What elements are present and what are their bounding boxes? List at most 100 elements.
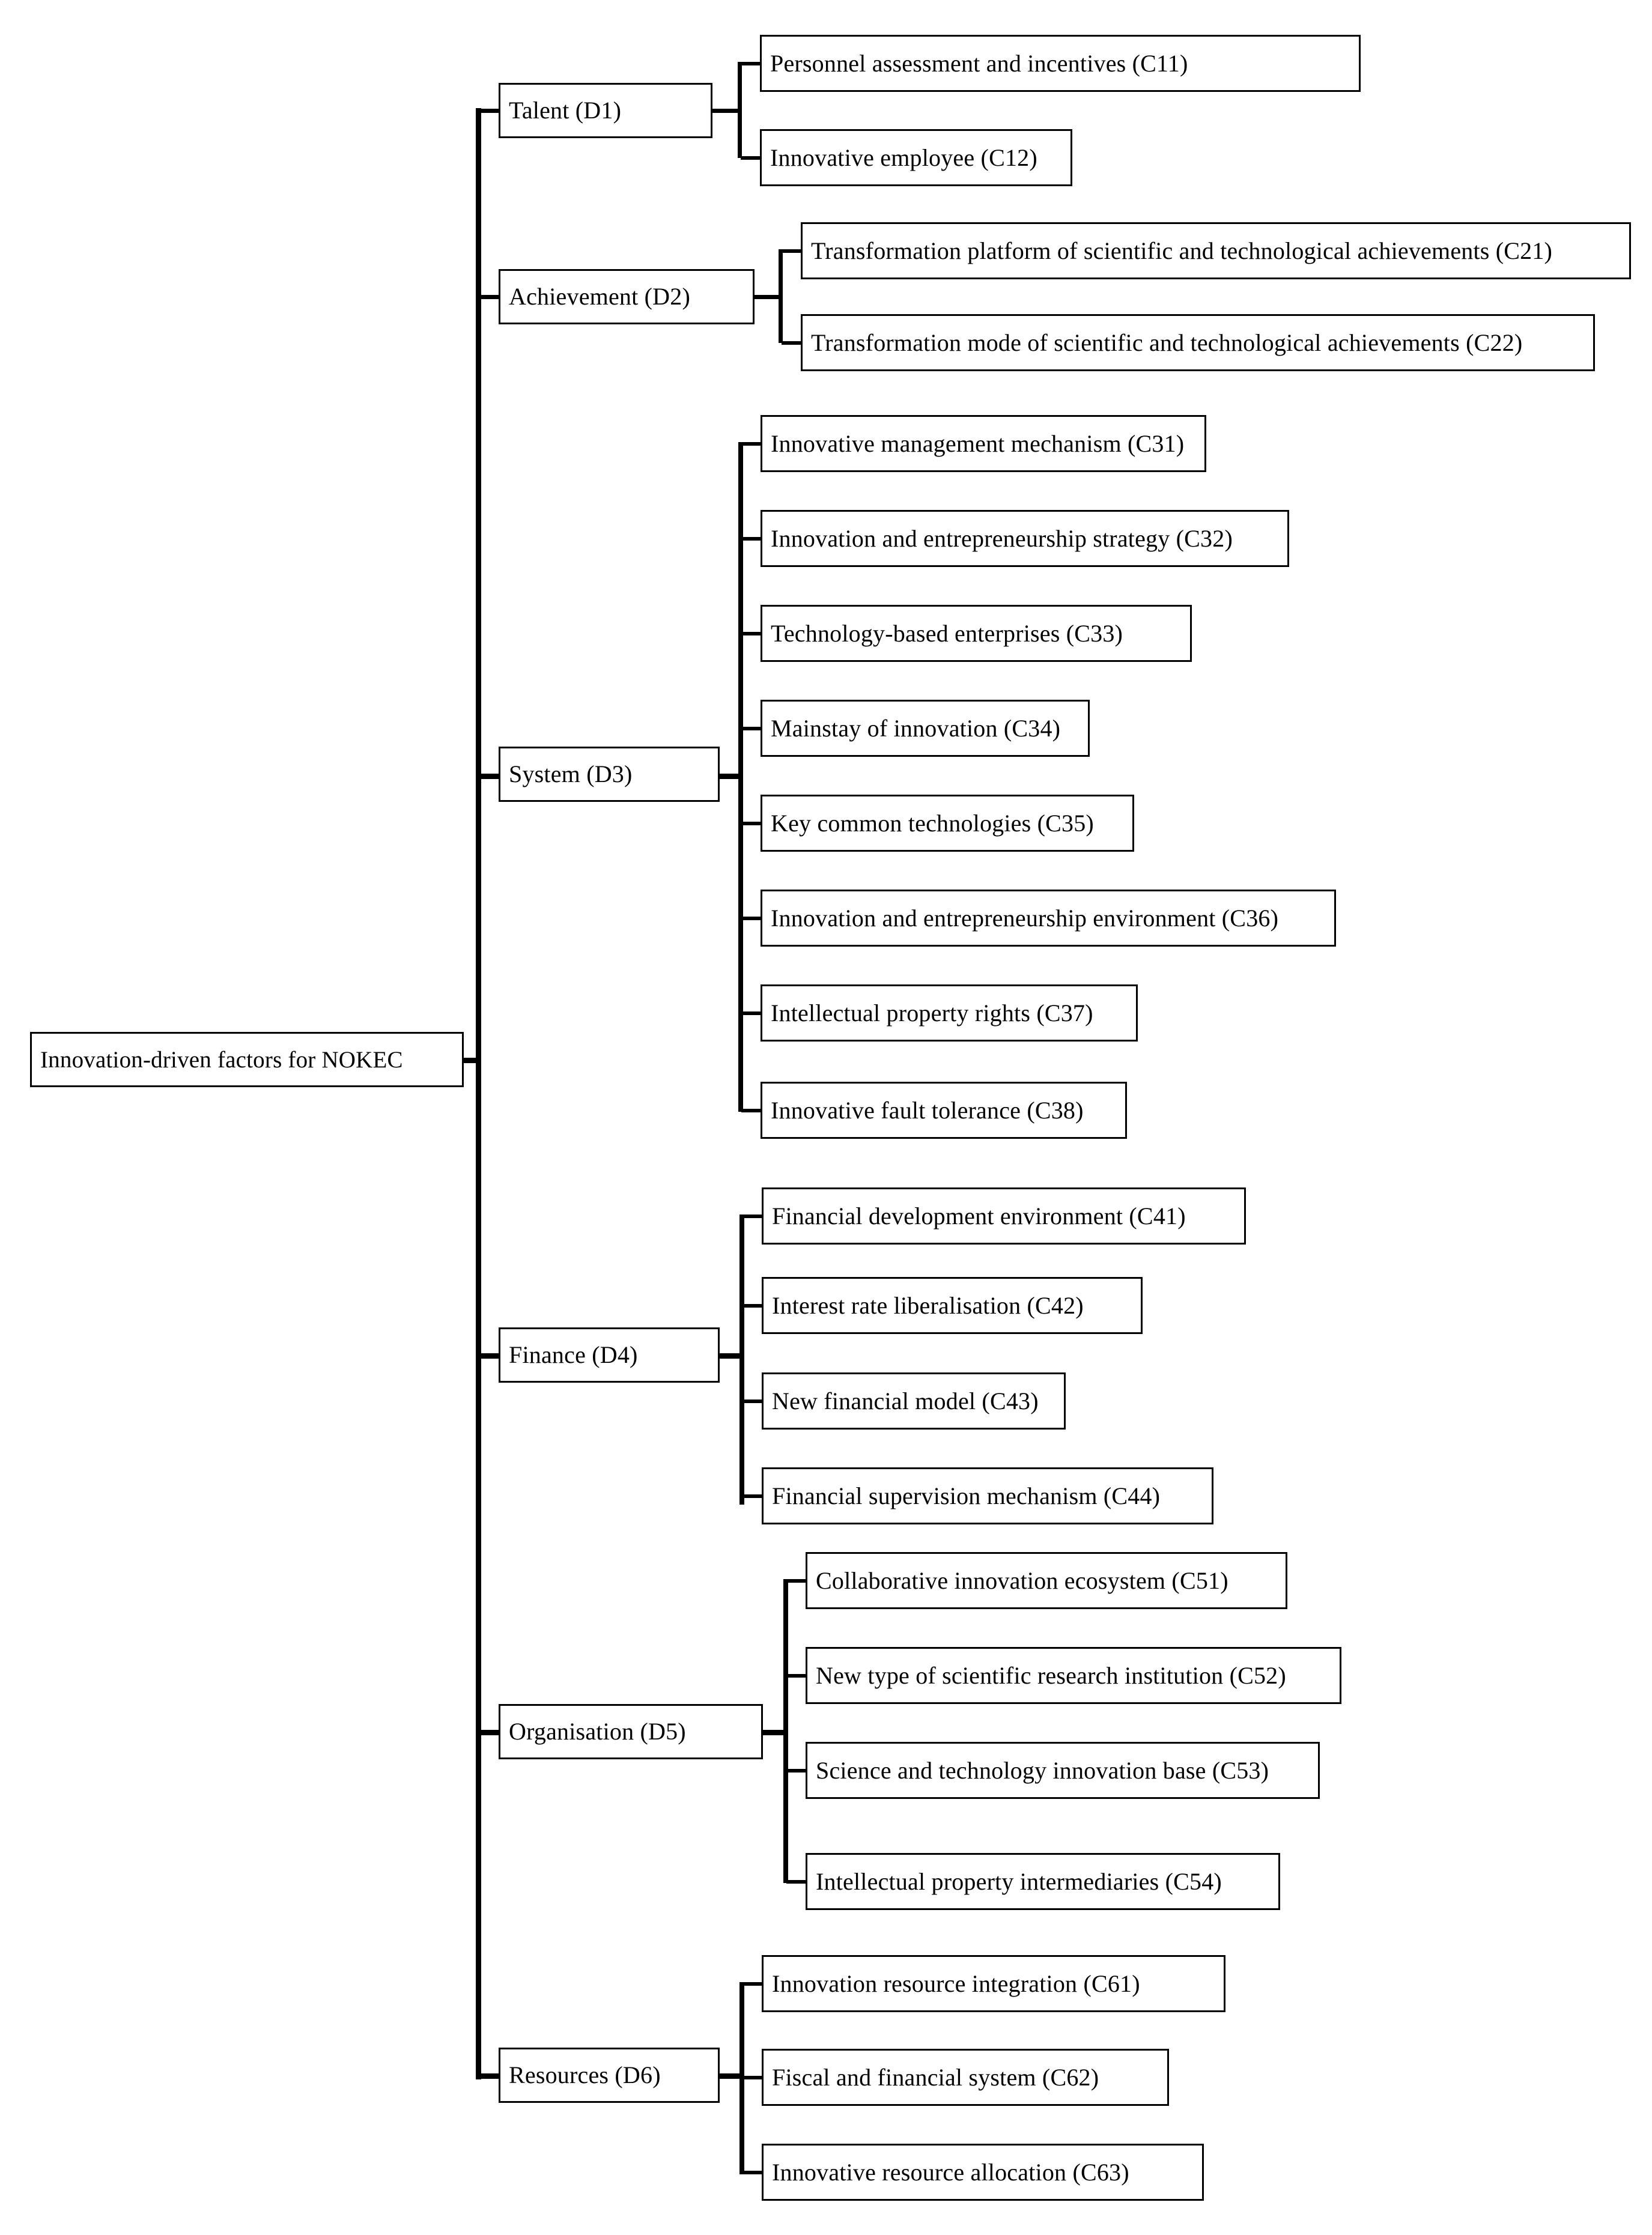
branch-connector-d1 — [479, 109, 500, 113]
dimension-node-d6[interactable]: Resources (D6) — [499, 2048, 720, 2103]
criterion-node-c38[interactable]: Innovative fault tolerance (C38) — [761, 1082, 1127, 1139]
criterion-node-c44-label: Financial supervision mechanism (C44) — [772, 1482, 1161, 1509]
criterion-node-c62[interactable]: Fiscal and financial system (C62) — [762, 2049, 1169, 2106]
criterion-node-c42-label: Interest rate liberalisation (C42) — [772, 1291, 1084, 1319]
leaf-connector-c53 — [786, 1769, 808, 1773]
criterion-node-c61[interactable]: Innovation resource integration (C61) — [762, 1955, 1225, 2012]
criterion-node-c31[interactable]: Innovative management mechanism (C31) — [761, 415, 1206, 472]
dimension-node-d2[interactable]: Achievement (D2) — [499, 269, 755, 324]
subtrunk-stem-d5 — [762, 1730, 787, 1735]
criterion-node-c31-label: Innovative management mechanism (C31) — [771, 429, 1185, 457]
criterion-node-c34-label: Mainstay of innovation (C34) — [771, 714, 1061, 742]
leaf-connector-c11 — [741, 62, 762, 65]
dimension-node-d5-label: Organisation (D5) — [509, 1718, 686, 1745]
leaf-connector-c31 — [741, 442, 763, 446]
criterion-node-c38-label: Innovative fault tolerance (C38) — [771, 1096, 1084, 1124]
criterion-node-c41-label: Financial development environment (C41) — [772, 1202, 1186, 1230]
leaf-connector-c43 — [742, 1400, 764, 1403]
subtrunk-d6 — [739, 1982, 744, 2174]
dimension-node-d1-label: Talent (D1) — [509, 97, 622, 124]
criterion-node-c41[interactable]: Financial development environment (C41) — [762, 1187, 1246, 1245]
branch-connector-d3 — [479, 774, 500, 779]
dimension-node-d4[interactable]: Finance (D4) — [499, 1327, 720, 1383]
leaf-connector-c54 — [786, 1880, 808, 1884]
leaf-connector-c37 — [741, 1011, 763, 1015]
criterion-node-c12-label: Innovative employee (C12) — [770, 144, 1037, 171]
criterion-node-c33[interactable]: Technology-based enterprises (C33) — [761, 605, 1192, 662]
dimension-node-d6-label: Resources (D6) — [509, 2061, 661, 2088]
main-trunk — [476, 108, 481, 2079]
subtrunk-d5 — [783, 1579, 788, 1883]
leaf-connector-c12 — [741, 156, 762, 160]
criterion-node-c35-label: Key common technologies (C35) — [771, 809, 1094, 837]
criterion-node-c35[interactable]: Key common technologies (C35) — [761, 795, 1134, 852]
dimension-node-d1[interactable]: Talent (D1) — [499, 83, 712, 138]
criterion-node-c36-label: Innovation and entrepreneurship environm… — [771, 904, 1279, 932]
subtrunk-d1 — [738, 62, 742, 158]
criterion-node-c63[interactable]: Innovative resource allocation (C63) — [762, 2144, 1204, 2201]
criterion-node-c32[interactable]: Innovation and entrepreneurship strategy… — [761, 510, 1289, 567]
dimension-node-d3-label: System (D3) — [509, 760, 633, 787]
criterion-node-c12[interactable]: Innovative employee (C12) — [760, 129, 1072, 186]
criterion-node-c61-label: Innovation resource integration (C61) — [772, 1970, 1140, 1997]
criterion-node-c53-label: Science and technology innovation base (… — [816, 1756, 1269, 1784]
criterion-node-c21[interactable]: Transformation platform of scientific an… — [801, 222, 1631, 279]
leaf-connector-c36 — [741, 917, 763, 920]
criterion-node-c53[interactable]: Science and technology innovation base (… — [806, 1742, 1320, 1799]
criterion-node-c43-label: New financial model (C43) — [772, 1387, 1039, 1415]
criterion-node-c37[interactable]: Intellectual property rights (C37) — [761, 984, 1138, 1042]
leaf-connector-c35 — [741, 822, 763, 825]
dimension-node-d4-label: Finance (D4) — [509, 1341, 638, 1368]
leaf-connector-c22 — [782, 341, 803, 345]
branch-connector-d2 — [479, 295, 500, 299]
criterion-node-c34[interactable]: Mainstay of innovation (C34) — [761, 700, 1090, 757]
subtrunk-d3 — [738, 442, 743, 1112]
criterion-node-c22[interactable]: Transformation mode of scientific and te… — [801, 314, 1595, 371]
leaf-connector-c63 — [742, 2171, 764, 2174]
leaf-connector-c42 — [742, 1304, 764, 1308]
dimension-node-d2-label: Achievement (D2) — [509, 283, 690, 310]
branch-connector-d6 — [479, 2073, 500, 2079]
criterion-node-c11-label: Personnel assessment and incentives (C11… — [770, 49, 1188, 77]
criterion-node-c36[interactable]: Innovation and entrepreneurship environm… — [761, 890, 1336, 947]
criterion-node-c42[interactable]: Interest rate liberalisation (C42) — [762, 1277, 1143, 1334]
criterion-node-c51-label: Collaborative innovation ecosystem (C51) — [816, 1566, 1228, 1594]
leaf-connector-c38 — [741, 1109, 763, 1112]
leaf-connector-c51 — [786, 1579, 808, 1583]
criterion-node-c54-label: Intellectual property intermediaries (C5… — [816, 1867, 1222, 1895]
criterion-node-c44[interactable]: Financial supervision mechanism (C44) — [762, 1467, 1213, 1524]
criterion-node-c21-label: Transformation platform of scientific an… — [811, 237, 1553, 264]
criterion-node-c32-label: Innovation and entrepreneurship strategy… — [771, 524, 1233, 552]
branch-connector-d4 — [479, 1353, 500, 1359]
leaf-connector-c32 — [741, 537, 763, 541]
leaf-connector-c33 — [741, 632, 763, 635]
subtrunk-stem-d3 — [718, 774, 742, 779]
root-node-label: Innovation-driven factors for NOKEC — [40, 1046, 403, 1073]
leaf-connector-c44 — [742, 1494, 764, 1498]
leaf-connector-c52 — [786, 1674, 808, 1678]
criterion-node-c37-label: Intellectual property rights (C37) — [771, 999, 1093, 1027]
criterion-node-c22-label: Transformation mode of scientific and te… — [811, 329, 1523, 356]
subtrunk-stem-d4 — [718, 1353, 744, 1359]
leaf-connector-c34 — [741, 727, 763, 730]
subtrunk-stem-d2 — [753, 295, 782, 299]
criterion-node-c33-label: Technology-based enterprises (C33) — [771, 619, 1123, 647]
criterion-node-c51[interactable]: Collaborative innovation ecosystem (C51) — [806, 1552, 1287, 1609]
leaf-connector-c41 — [742, 1215, 764, 1218]
criterion-node-c43[interactable]: New financial model (C43) — [762, 1372, 1066, 1430]
criterion-node-c52[interactable]: New type of scientific research institut… — [806, 1647, 1341, 1704]
criterion-node-c62-label: Fiscal and financial system (C62) — [772, 2063, 1099, 2091]
dimension-node-d3[interactable]: System (D3) — [499, 747, 720, 802]
subtrunk-stem-d6 — [718, 2073, 744, 2079]
dimension-node-d5[interactable]: Organisation (D5) — [499, 1704, 763, 1759]
leaf-connector-c21 — [782, 249, 803, 253]
leaf-connector-c62 — [742, 2076, 764, 2079]
subtrunk-stem-d1 — [711, 109, 741, 113]
root-connector — [463, 1058, 479, 1063]
criterion-node-c52-label: New type of scientific research institut… — [816, 1661, 1286, 1689]
criterion-node-c54[interactable]: Intellectual property intermediaries (C5… — [806, 1853, 1280, 1910]
criterion-node-c11[interactable]: Personnel assessment and incentives (C11… — [760, 35, 1361, 92]
root-node[interactable]: Innovation-driven factors for NOKEC — [30, 1032, 464, 1087]
branch-connector-d5 — [479, 1730, 500, 1735]
criterion-node-c63-label: Innovative resource allocation (C63) — [772, 2158, 1129, 2186]
